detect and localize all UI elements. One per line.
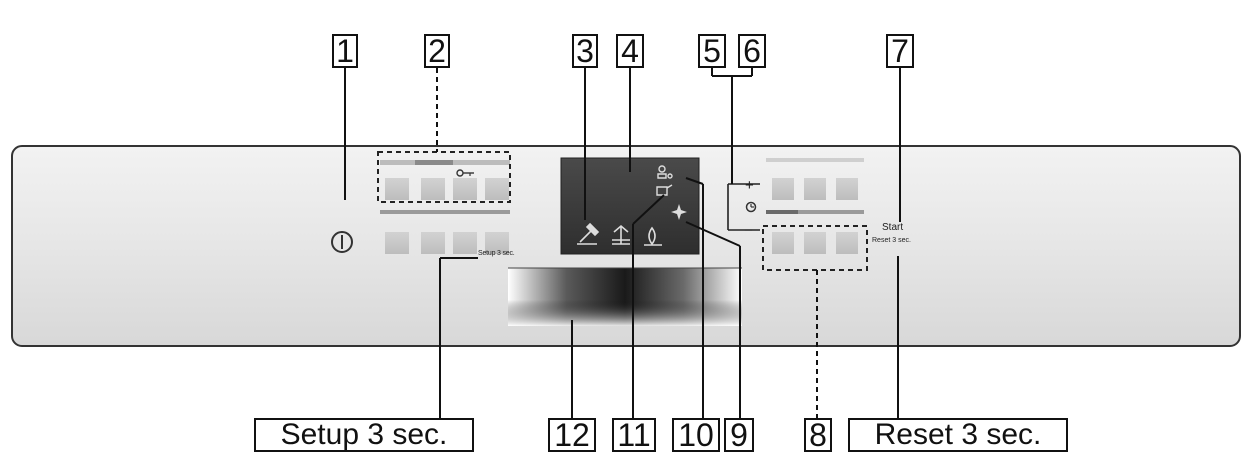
- spray-icon: [612, 224, 630, 245]
- brush-icon: [577, 222, 600, 245]
- leader-lines: [344, 68, 901, 425]
- callout-11: 11: [612, 418, 656, 452]
- delay-buttons-row: [772, 178, 858, 200]
- reset-3-sec-label: Reset 3 sec.: [848, 418, 1068, 452]
- rinse-aid-icon: [657, 165, 673, 179]
- start-text: Start: [882, 222, 904, 233]
- callout-12: 12: [548, 418, 596, 452]
- extra-buttons-row: [772, 232, 858, 254]
- salt-icon: [644, 226, 662, 246]
- callout-2: 2: [424, 34, 450, 68]
- callout-8: 8: [804, 418, 832, 452]
- callout-10: 10: [672, 418, 720, 452]
- callout-6: 6: [738, 34, 766, 68]
- callout-7: 7: [886, 34, 914, 68]
- callout-9: 9: [724, 418, 754, 452]
- timer-icon: [745, 201, 757, 213]
- key-lock-icon: [456, 169, 474, 177]
- display-window: [560, 157, 700, 255]
- callout-3: 3: [572, 34, 598, 68]
- program-buttons-row: [385, 178, 509, 200]
- sparkle-icon: [671, 204, 687, 220]
- callout-1: 1: [332, 34, 358, 68]
- right-button-group: [727, 158, 868, 271]
- handle-recess: [508, 267, 742, 326]
- option-buttons-row: [385, 232, 509, 254]
- setup-3-sec-label: Setup 3 sec.: [254, 418, 474, 452]
- callout-4: 4: [616, 34, 644, 68]
- reset-small-text: Reset 3 sec.: [872, 237, 911, 244]
- left-button-group: [377, 151, 511, 254]
- setup-small-text: Setup 3 sec.: [478, 250, 515, 257]
- callout-5: 5: [698, 34, 726, 68]
- power-icon: [331, 231, 353, 253]
- minus-sign: −: [744, 222, 753, 239]
- plus-sign: +: [745, 177, 754, 194]
